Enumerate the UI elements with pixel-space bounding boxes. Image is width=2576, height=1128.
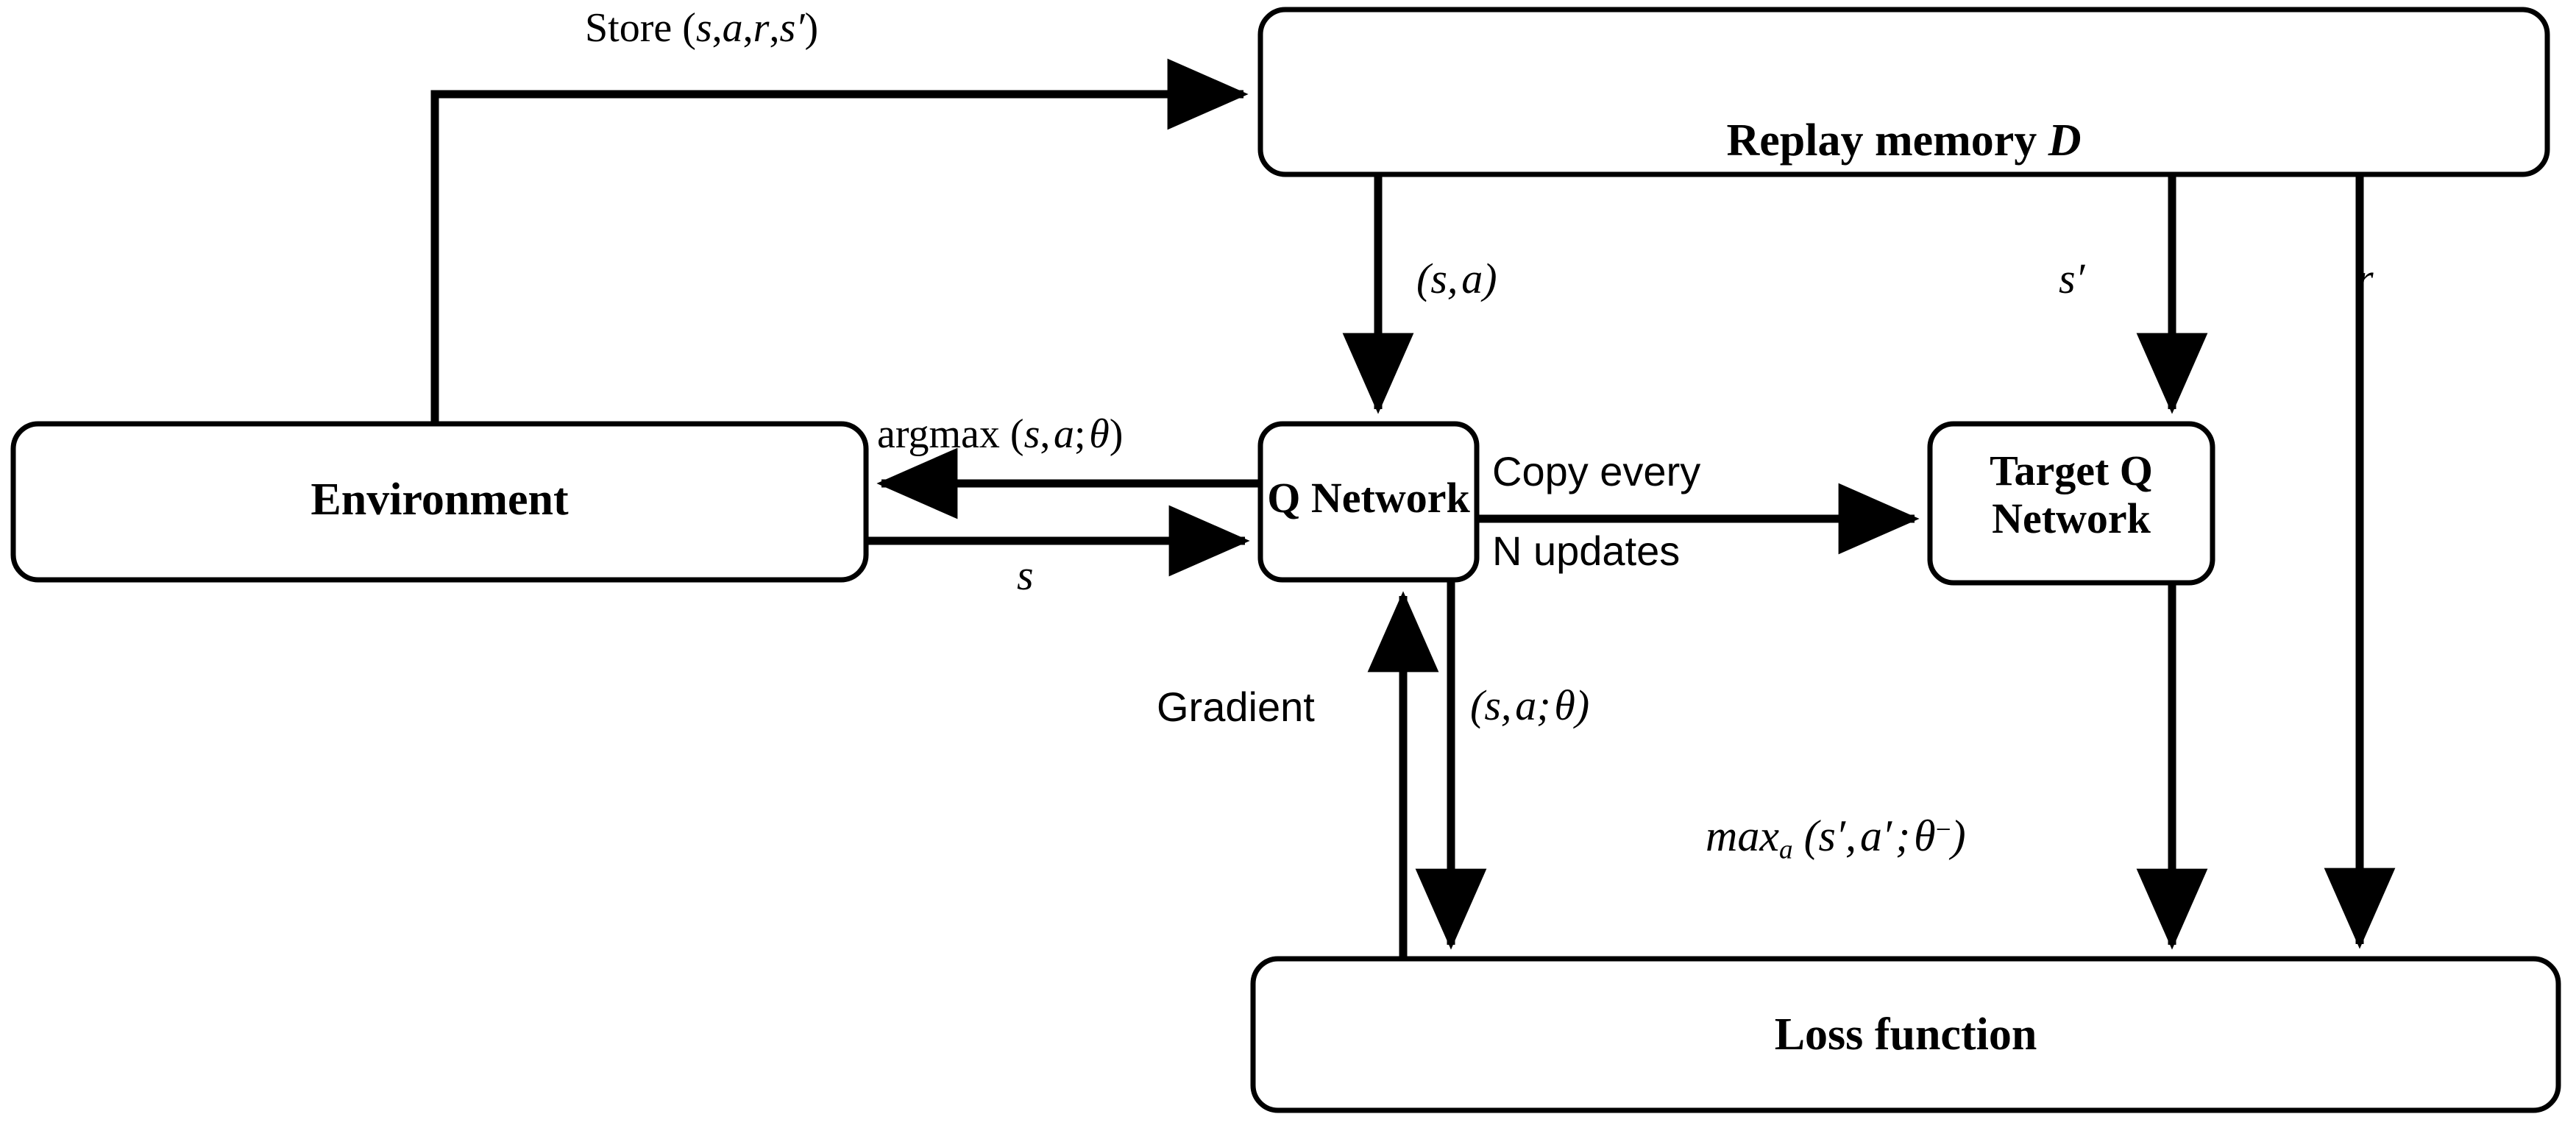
target-q-network-box[interactable] [1927,421,2215,586]
edges [430,58,2396,959]
environment-box[interactable] [10,421,869,583]
loss-function-box[interactable] [1250,956,2561,1113]
edge-store [430,58,1249,424]
node-boxes [10,7,2561,1113]
q-network-box[interactable] [1257,421,1480,583]
replay-memory-box[interactable] [1257,7,2550,177]
